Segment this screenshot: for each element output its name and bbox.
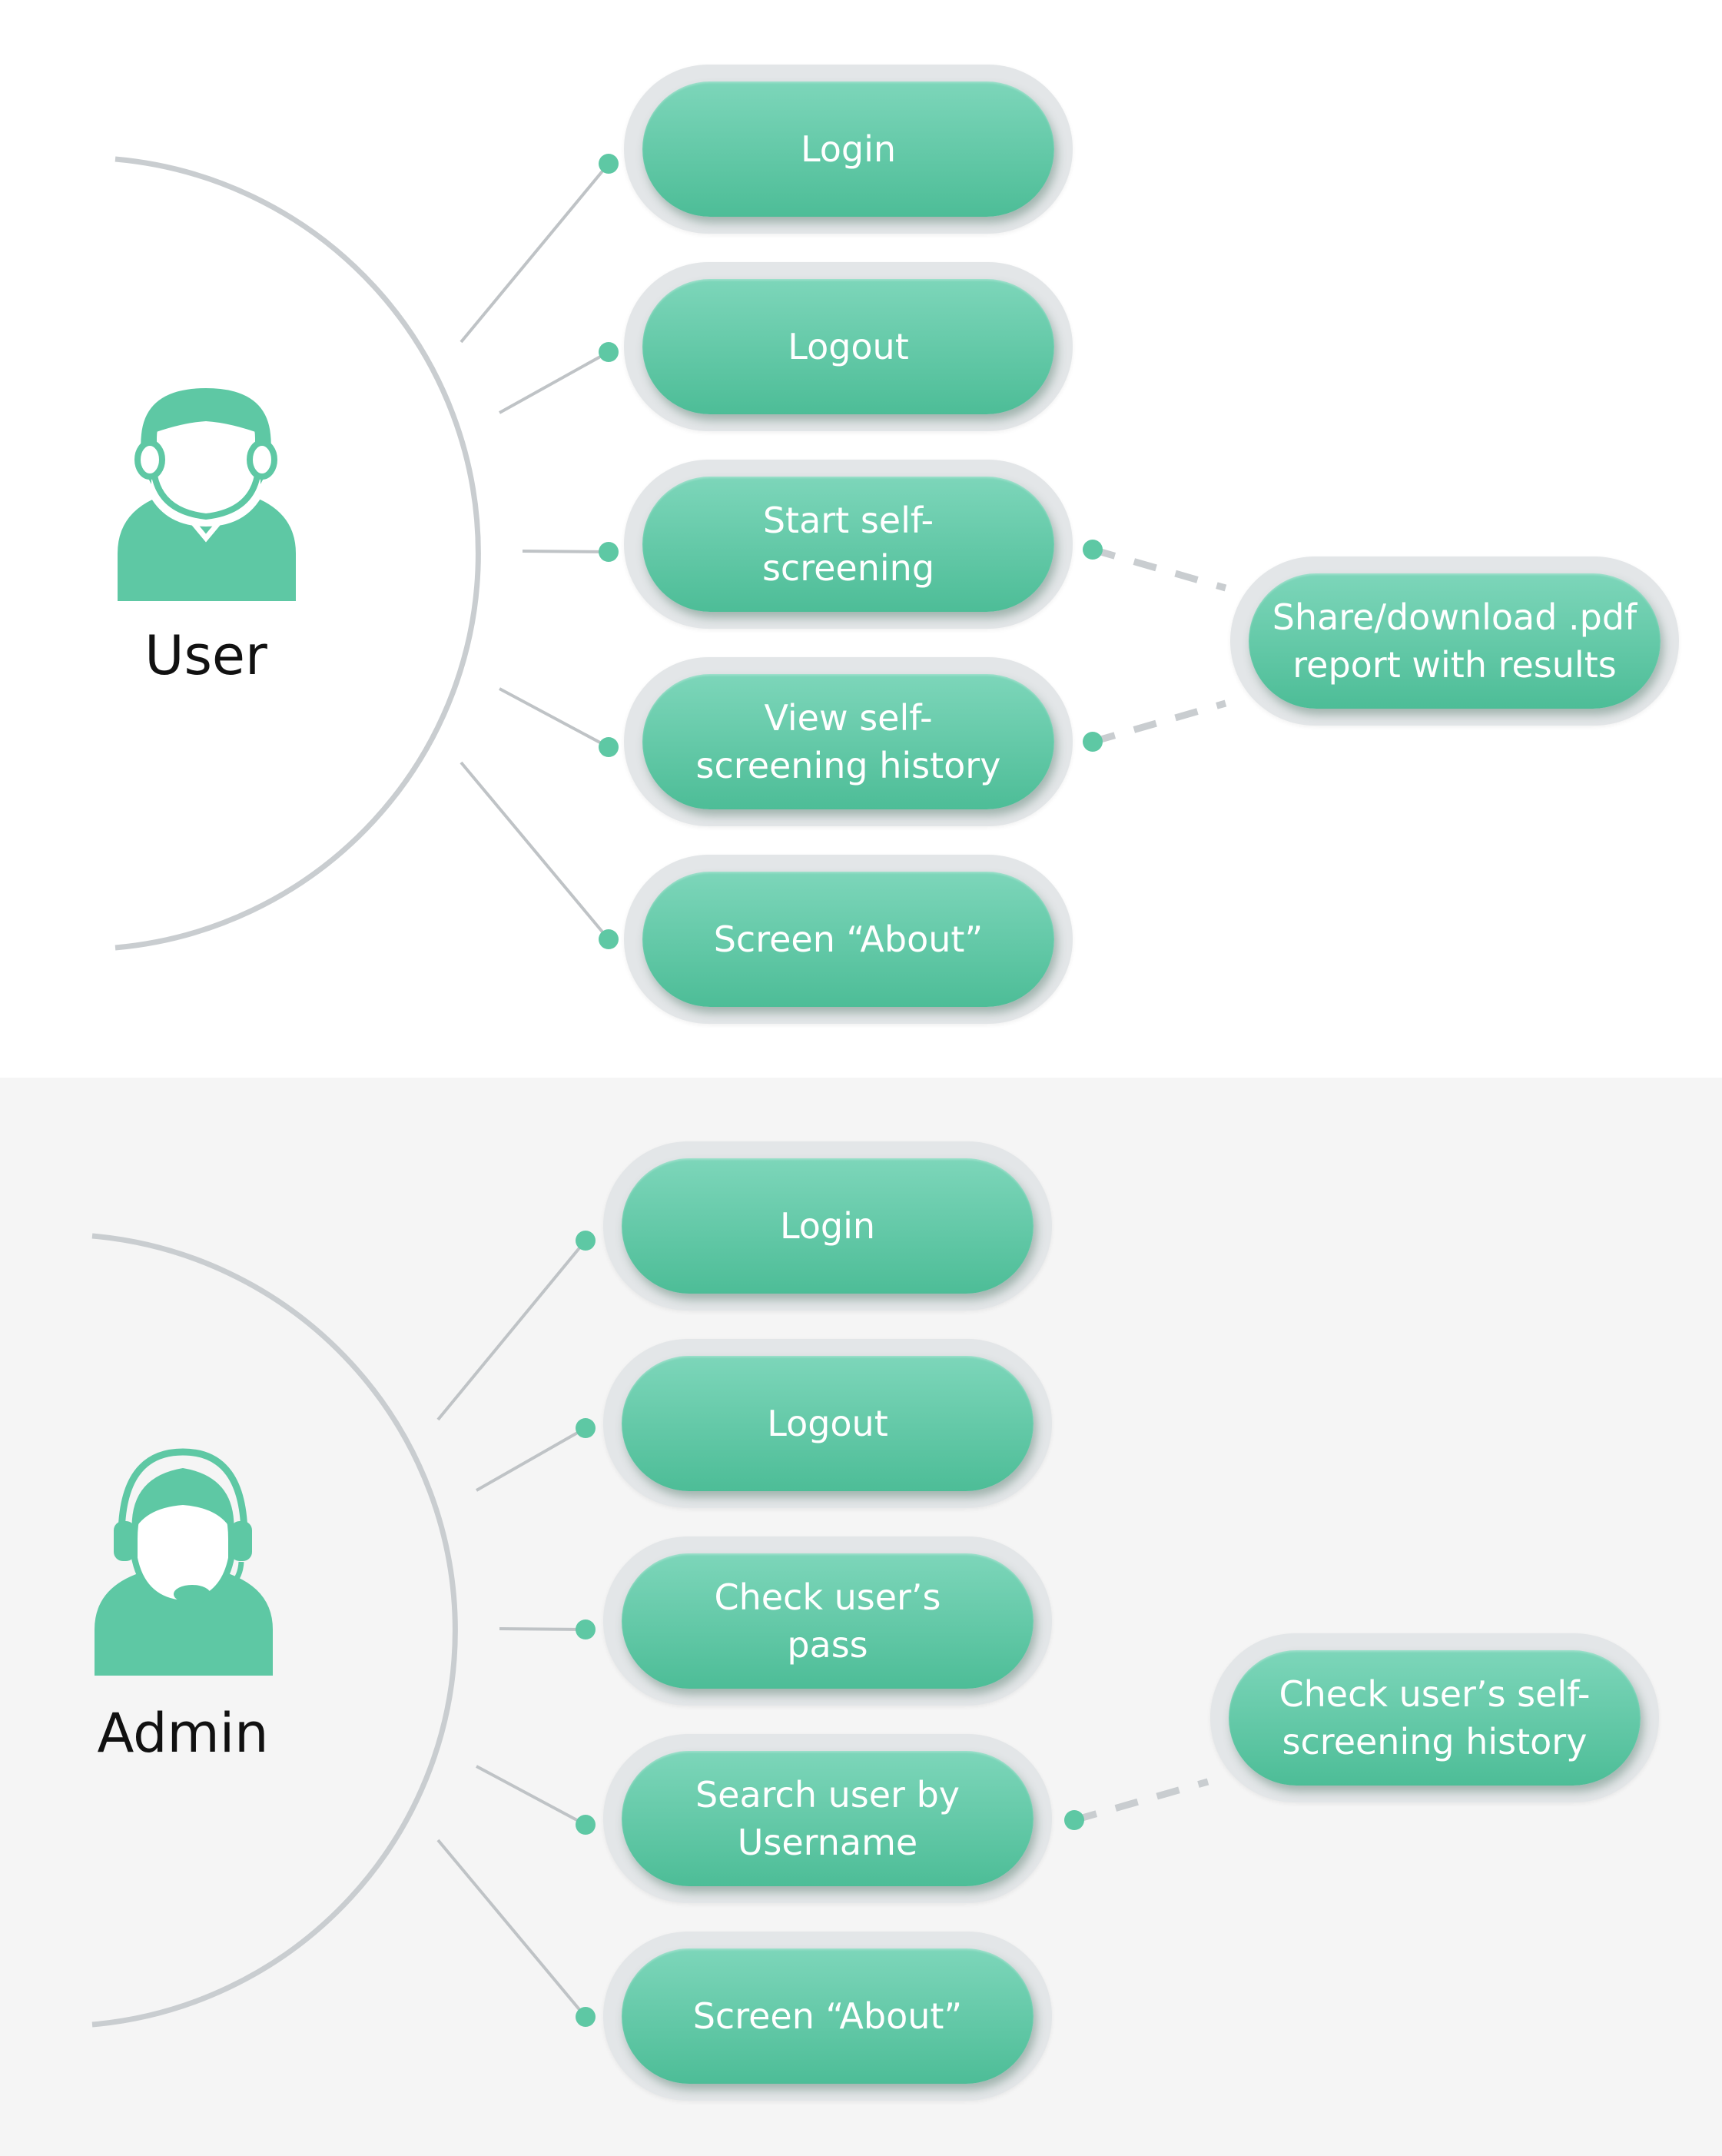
use-case-pill[interactable]: Share/download .pdf report with results bbox=[1249, 573, 1661, 709]
connector-dot bbox=[599, 737, 619, 757]
use-case-label: Login bbox=[800, 128, 897, 170]
use-case-pill[interactable]: Screen “About” bbox=[622, 1948, 1034, 2084]
use-case-screen-about[interactable]: Screen “About” bbox=[624, 855, 1073, 1024]
use-case-label: Logout bbox=[767, 1403, 888, 1444]
use-case-label: Screen “About” bbox=[713, 919, 984, 960]
connector-line bbox=[476, 1427, 586, 1492]
connector-dot bbox=[576, 1815, 596, 1835]
use-case-view-self-screening-history[interactable]: View self- screening history bbox=[624, 657, 1073, 826]
use-case-check-users-self-screening-history[interactable]: Check user’s self- screening history bbox=[1210, 1633, 1659, 1802]
use-case-pill[interactable]: Check user’s pass bbox=[622, 1553, 1034, 1689]
use-case-share-download-report[interactable]: Share/download .pdf report with results bbox=[1230, 556, 1679, 726]
use-case-label: Screen “About” bbox=[692, 1995, 963, 2037]
use-case-pill[interactable]: Logout bbox=[622, 1356, 1034, 1491]
use-case-label: Search user by Username bbox=[695, 1774, 961, 1863]
use-case-label: Login bbox=[779, 1205, 876, 1247]
admin-boundary-arc bbox=[91, 1233, 458, 2028]
user-boundary-arc bbox=[114, 156, 481, 951]
connector-dot bbox=[599, 542, 619, 562]
use-case-label: View self- screening history bbox=[695, 697, 1001, 786]
connector-dot bbox=[1064, 1810, 1084, 1830]
connector-dot bbox=[599, 154, 619, 174]
user-icon bbox=[118, 384, 296, 601]
connector-line bbox=[460, 162, 610, 344]
use-case-label: Share/download .pdf report with results bbox=[1272, 596, 1637, 686]
use-case-pill[interactable]: View self- screening history bbox=[642, 674, 1054, 809]
use-case-label: Start self- screening bbox=[761, 500, 935, 589]
use-case-logout[interactable]: Logout bbox=[603, 1339, 1052, 1508]
connector-line bbox=[436, 1239, 587, 1421]
connector-dot bbox=[576, 1619, 596, 1639]
extension-dashed-connector bbox=[1091, 546, 1227, 592]
use-case-screen-about[interactable]: Screen “About” bbox=[603, 1932, 1052, 2101]
connector-line bbox=[499, 687, 609, 749]
headset-agent-icon bbox=[95, 1448, 273, 1676]
connector-line bbox=[522, 550, 609, 553]
use-case-label: Logout bbox=[788, 326, 909, 367]
use-case-login[interactable]: Login bbox=[624, 65, 1073, 234]
user-diagram-lines bbox=[114, 154, 1227, 951]
admin-section: Admin Login Logout Check user’s pass Sea… bbox=[0, 1078, 1722, 2156]
use-case-pill[interactable]: Search user by Username bbox=[622, 1751, 1034, 1886]
connector-dot bbox=[1083, 732, 1103, 752]
use-case-pill[interactable]: Check user’s self- screening history bbox=[1229, 1650, 1641, 1786]
admin-actor-label: Admin bbox=[97, 1702, 269, 1765]
use-case-label: Check user’s pass bbox=[714, 1576, 941, 1666]
connector-line bbox=[460, 761, 610, 941]
use-case-login[interactable]: Login bbox=[603, 1141, 1052, 1311]
admin-diagram-lines bbox=[91, 1231, 1209, 2028]
use-case-pill[interactable]: Login bbox=[642, 81, 1054, 217]
use-case-search-user-by-username[interactable]: Search user by Username bbox=[603, 1734, 1052, 1903]
connector-dot bbox=[599, 342, 619, 362]
connector-line bbox=[499, 350, 609, 414]
extension-dashed-connector bbox=[1073, 1778, 1209, 1824]
connector-line bbox=[476, 1765, 586, 1826]
use-case-pill[interactable]: Screen “About” bbox=[642, 872, 1054, 1007]
use-case-pill[interactable]: Logout bbox=[642, 279, 1054, 414]
connector-dot bbox=[576, 2007, 596, 2027]
use-case-logout[interactable]: Logout bbox=[624, 262, 1073, 431]
connector-dot bbox=[576, 1418, 596, 1438]
connector-dot bbox=[599, 929, 619, 949]
use-case-check-users-pass[interactable]: Check user’s pass bbox=[603, 1536, 1052, 1706]
extension-dashed-connector bbox=[1091, 699, 1227, 746]
user-actor-label: User bbox=[144, 624, 267, 687]
connector-dot bbox=[576, 1231, 596, 1251]
connector-dot bbox=[1083, 540, 1103, 560]
use-case-pill[interactable]: Login bbox=[622, 1158, 1034, 1294]
user-section: User Login Logout Start self- screening … bbox=[114, 65, 1679, 1024]
connector-line bbox=[436, 1839, 587, 2018]
use-case-pill[interactable]: Start self- screening bbox=[642, 477, 1054, 612]
use-case-start-self-screening[interactable]: Start self- screening bbox=[624, 460, 1073, 629]
use-case-label: Check user’s self- screening history bbox=[1279, 1673, 1591, 1762]
